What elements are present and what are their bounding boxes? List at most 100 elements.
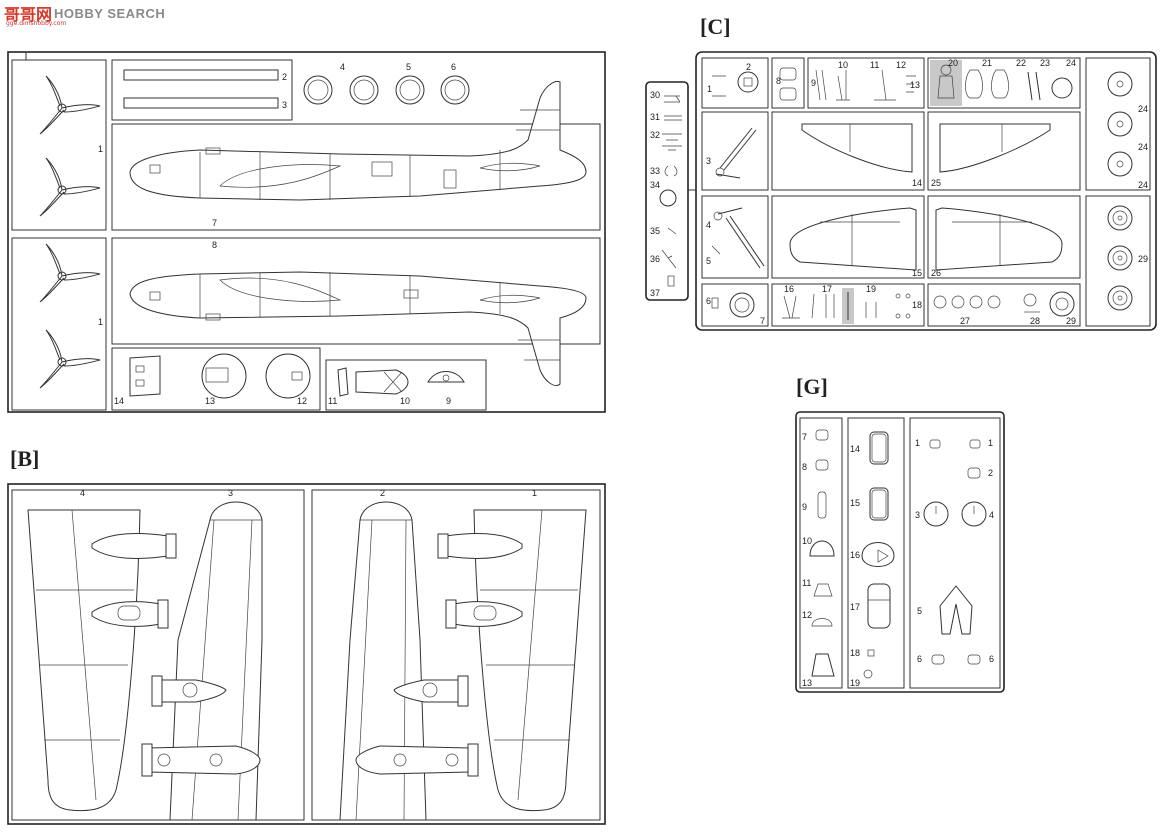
g-left-parts — [809, 429, 835, 677]
propeller-part-1a — [39, 75, 101, 217]
label-g-2: 2 — [988, 468, 993, 478]
label-a-7: 7 — [212, 218, 217, 228]
label-a-2: 2 — [282, 72, 287, 82]
label-g-8: 8 — [802, 462, 807, 472]
label-c-25: 25 — [931, 178, 941, 188]
sprue-c-frame — [695, 51, 1157, 331]
label-c-32: 32 — [650, 130, 660, 140]
label-g-11: 11 — [802, 578, 811, 588]
label-c-35: 35 — [650, 226, 660, 236]
sprue-g-title: [G] — [796, 374, 828, 399]
wing-panel-part-26 — [935, 207, 1063, 271]
label-c-20: 20 — [948, 58, 958, 68]
label-g-3: 3 — [915, 510, 920, 520]
g-cell-middle — [847, 417, 905, 689]
label-a-6: 6 — [451, 62, 456, 72]
wing-part-1 — [437, 509, 587, 812]
label-c-9: 9 — [811, 78, 816, 88]
strip-part-3 — [123, 97, 279, 109]
label-b-4: 4 — [80, 488, 85, 498]
label-g-10: 10 — [802, 536, 812, 546]
canopy-parts — [129, 353, 311, 399]
label-c-15: 15 — [912, 268, 922, 278]
label-c-24a: 24 — [1066, 58, 1076, 68]
label-c-3: 3 — [706, 156, 711, 166]
label-c-24d: 24 — [1138, 180, 1148, 190]
label-c-23: 23 — [1040, 58, 1050, 68]
label-g-18: 18 — [850, 648, 860, 658]
label-a-12: 12 — [297, 396, 307, 406]
label-g-6a: 6 — [917, 654, 922, 664]
label-a-1a: 1 — [98, 144, 103, 154]
label-g-4: 4 — [989, 510, 994, 520]
label-c-34: 34 — [650, 180, 660, 190]
sprue-g-frame — [795, 411, 1005, 693]
stabilizer-part-14 — [801, 123, 913, 173]
label-b-2: 2 — [380, 488, 385, 498]
label-g-16: 16 — [850, 550, 860, 560]
label-g-6b: 6 — [989, 654, 994, 664]
label-c-11: 11 — [870, 60, 879, 70]
sprue-c-title: [C] — [700, 14, 731, 39]
label-g-14: 14 — [850, 444, 860, 454]
wing-part-2 — [339, 501, 479, 821]
label-c-18: 18 — [912, 300, 922, 310]
label-c-21: 21 — [982, 58, 992, 68]
label-c-31: 31 — [650, 112, 660, 122]
propeller-part-1b — [39, 243, 101, 389]
label-a-13: 13 — [205, 396, 215, 406]
label-c-28: 28 — [1030, 316, 1040, 326]
label-b-3: 3 — [228, 488, 233, 498]
c-gear-struts — [711, 127, 765, 269]
g-cell-right — [909, 417, 1001, 689]
c-bottom-row-parts — [711, 291, 1075, 320]
label-c-12: 12 — [896, 60, 906, 70]
label-c-30: 30 — [650, 90, 660, 100]
label-a-5: 5 — [406, 62, 411, 72]
strip-cell — [111, 59, 293, 121]
c-tires-29 — [1107, 205, 1133, 311]
label-a-8: 8 — [212, 240, 217, 250]
fuselage-half-7 — [129, 81, 587, 201]
strip-part-2 — [123, 69, 279, 81]
label-c-5: 5 — [706, 256, 711, 266]
label-c-7: 7 — [760, 316, 765, 326]
fuselage-half-8 — [129, 271, 587, 386]
label-c-24b: 24 — [1138, 104, 1148, 114]
label-c-10: 10 — [838, 60, 848, 70]
label-c-36: 36 — [650, 254, 660, 264]
watermark-url: gge.dimshobby.com — [6, 20, 67, 27]
watermark-logo: 哥哥网 HOBBY SEARCH gge.dimshobby.com — [4, 2, 165, 27]
label-b-1: 1 — [532, 488, 537, 498]
label-g-1a: 1 — [915, 438, 920, 448]
label-c-17: 17 — [822, 284, 832, 294]
fuselage-left-cell — [111, 237, 601, 345]
label-g-9: 9 — [802, 502, 807, 512]
wing-part-4 — [27, 509, 177, 812]
g-middle-parts — [861, 431, 895, 679]
label-g-5: 5 — [917, 606, 922, 616]
label-g-17: 17 — [850, 602, 860, 612]
label-a-4: 4 — [340, 62, 345, 72]
label-g-1b: 1 — [988, 438, 993, 448]
sprue-b-frame — [7, 483, 606, 825]
sprue-g: [G] 7 8 9 10 11 12 13 — [795, 374, 1005, 693]
sprue-c: [C] 3 — [645, 14, 1157, 331]
c-row1-parts — [712, 64, 1073, 101]
sprue-b: [B] 4 — [7, 446, 606, 825]
label-c-1: 1 — [707, 84, 712, 94]
sprue-b-title: [B] — [10, 446, 39, 471]
label-c-13: 13 — [910, 80, 920, 90]
fuselage-right-cell — [111, 123, 601, 231]
side-strip-parts — [659, 95, 682, 287]
label-c-16: 16 — [784, 284, 794, 294]
label-a-10: 10 — [400, 396, 410, 406]
label-c-8: 8 — [776, 76, 781, 86]
propeller-cell-top — [11, 59, 107, 231]
label-c-14: 14 — [912, 178, 922, 188]
label-c-22: 22 — [1016, 58, 1026, 68]
label-c-29b: 29 — [1138, 254, 1148, 264]
label-g-7: 7 — [802, 432, 807, 442]
label-a-3: 3 — [282, 100, 287, 110]
sprue-a: 1 1 2 3 4 5 6 — [7, 51, 606, 413]
